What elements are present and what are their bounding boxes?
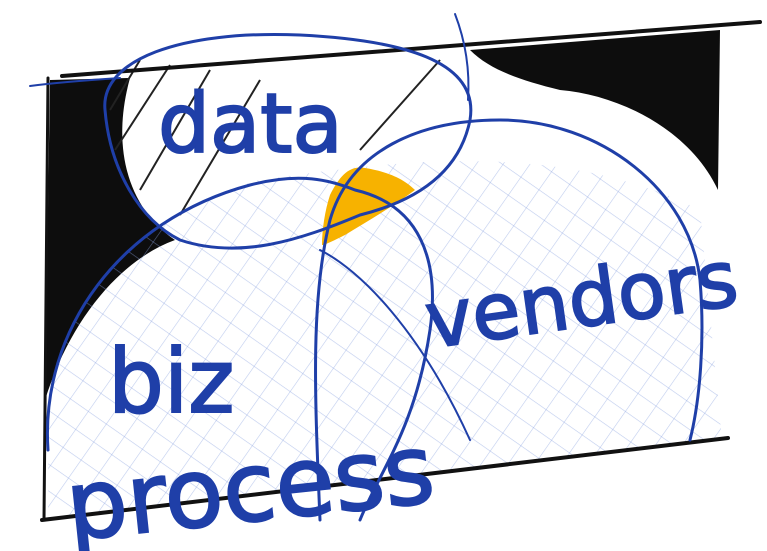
hatched-area <box>48 161 722 520</box>
frame-top <box>60 20 762 78</box>
vendors-circle <box>314 118 704 522</box>
vendors-inner-curve <box>319 249 471 441</box>
frame-left <box>42 76 50 522</box>
label-process: process <box>61 413 440 551</box>
data-circle <box>103 32 473 250</box>
frame-bottom <box>40 436 730 522</box>
black-corner-right <box>470 30 720 190</box>
label-biz: biz <box>108 330 235 433</box>
business-circle <box>45 176 434 522</box>
label-data: data <box>158 77 343 172</box>
ink-stray-left <box>29 77 121 87</box>
data-hatch <box>109 59 441 216</box>
ink-stray-top <box>454 13 470 101</box>
